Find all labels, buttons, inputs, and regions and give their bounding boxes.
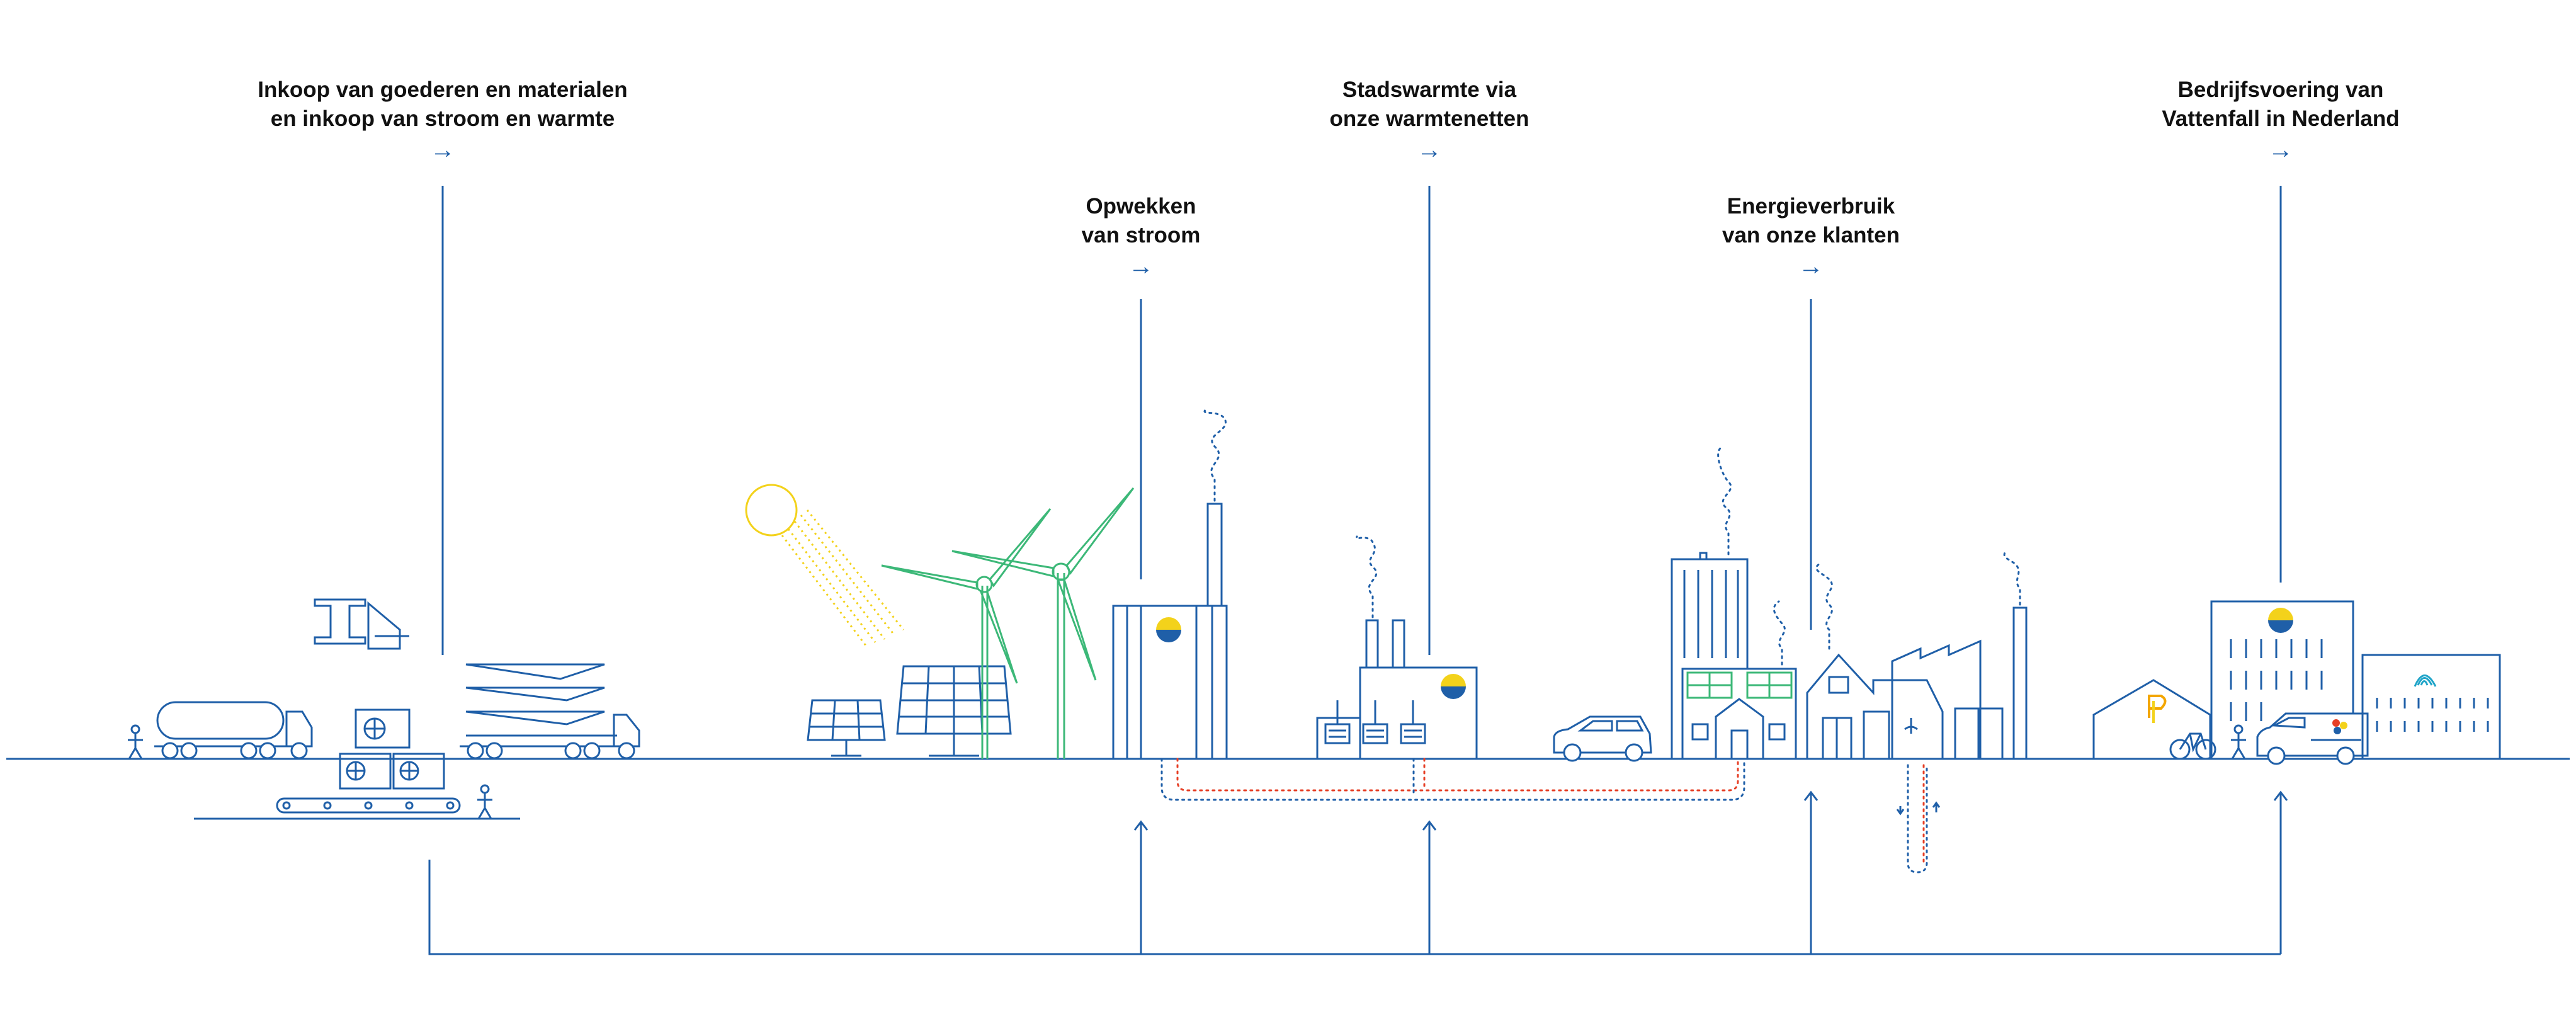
solar-panel-icon	[896, 665, 1012, 757]
arrow-right-icon: →	[1417, 136, 1442, 164]
person-icon	[2231, 724, 2246, 759]
label-energieverbruik-line1: Energieverbruik	[1727, 194, 1895, 219]
label-inkoop-line2: en inkoop van stroom en warmte	[270, 106, 615, 131]
label-stadswarmte[interactable]: Stadswarmte via onze warmtenetten →	[1330, 76, 1529, 164]
person-icon	[128, 724, 143, 759]
vattenfall-logo-icon	[2268, 608, 2293, 633]
arrow-right-icon: →	[429, 136, 455, 164]
car-icon	[1553, 715, 1652, 762]
bicycle-icon	[2169, 732, 2216, 760]
sun-icon	[745, 484, 905, 646]
villa-house	[1806, 562, 1944, 760]
label-inkoop-line1: Inkoop van goederen en materialen	[258, 77, 628, 102]
label-stadswarmte-line1: Stadswarmte via	[1342, 77, 1517, 102]
heat-pump-units-icon	[339, 708, 445, 790]
wind-turbine-icon	[881, 508, 1052, 759]
wifi-icon	[2414, 674, 2437, 687]
apartment-tower	[1671, 446, 1749, 760]
up-arrows	[1133, 790, 2288, 954]
power-plant-building	[1112, 408, 1228, 760]
arrow-right-icon: →	[1128, 253, 1154, 280]
conveyor-belt-icon	[276, 797, 461, 814]
tanker-truck-icon	[154, 701, 313, 759]
label-opwekken-line1: Opwekken	[1086, 194, 1196, 219]
house-with-solar	[1681, 600, 1797, 760]
label-energieverbruik[interactable]: Energieverbruik van onze klanten →	[1722, 192, 1900, 280]
label-bedrijfsvoering-line1: Bedrijfsvoering van	[2177, 77, 2384, 102]
label-bedrijfsvoering-line2: Vattenfall in Nederland	[2162, 106, 2400, 131]
wind-turbine-icon	[951, 487, 1135, 759]
ground-heat-loop	[1896, 764, 1941, 873]
label-opwekken-line2: van stroom	[1081, 223, 1201, 247]
person-icon	[477, 784, 492, 819]
van-icon	[2256, 712, 2369, 765]
heat-plant-building	[1316, 535, 1478, 760]
solar-panel-icon	[807, 699, 886, 757]
label-opwekken[interactable]: Opwekken van stroom →	[1082, 192, 1201, 280]
data-center-building	[2361, 654, 2501, 760]
label-bedrijfsvoering[interactable]: Bedrijfsvoering van Vattenfall in Nederl…	[2162, 76, 2399, 164]
arrow-right-icon: →	[2268, 136, 2293, 164]
label-inkoop[interactable]: Inkoop van goederen en materialen en ink…	[258, 76, 627, 164]
vattenfall-logo-icon	[1441, 674, 1466, 699]
label-energieverbruik-line2: van onze klanten	[1722, 223, 1900, 247]
heat-network-supply	[1176, 758, 1739, 792]
factory-building	[1891, 550, 2028, 760]
steel-beam-icon	[314, 598, 409, 650]
blade-transport-truck-icon	[460, 663, 640, 759]
feedback-line	[428, 860, 2281, 955]
vattenfall-logo-icon	[1156, 617, 1181, 642]
arrow-right-icon: →	[1798, 253, 1824, 280]
label-stadswarmte-line2: onze warmtenetten	[1329, 106, 1529, 131]
heat-network-return	[1160, 758, 1745, 801]
warehouse-building	[2092, 679, 2211, 759]
